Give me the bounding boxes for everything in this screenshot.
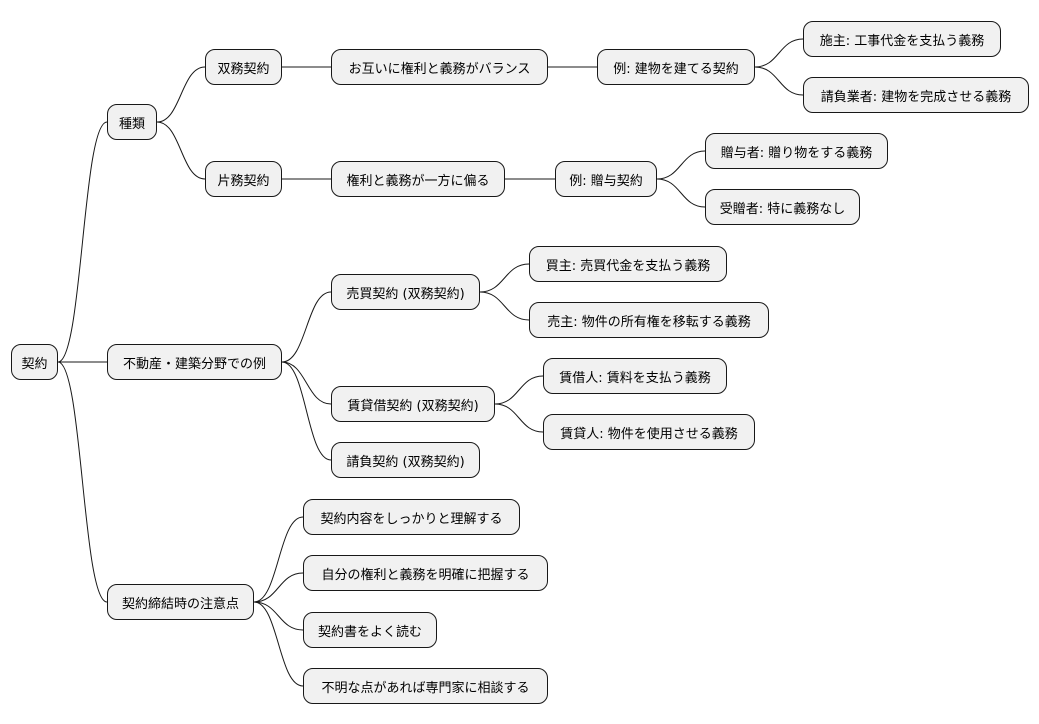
edge-sou_ex-sou_ex2 (754, 66, 804, 96)
node-chintai-lessor: 賃貸人: 物件を使用させる義務 (543, 414, 755, 450)
edge-re-chin (281, 361, 332, 405)
edge-note-note1 (253, 516, 304, 603)
node-kind: 種類 (107, 104, 157, 140)
edge-re-uke (281, 361, 332, 461)
node-soumu: 双務契約 (205, 49, 282, 85)
node-note-rights: 自分の権利と義務を明確に把握する (303, 555, 548, 591)
node-soumu-example: 例: 建物を建てる契約 (597, 49, 755, 85)
node-soumu-example-owner: 施主: 工事代金を支払う義務 (803, 21, 1001, 57)
node-henmu-example: 例: 贈与契約 (555, 161, 657, 197)
edge-kind-sou (156, 66, 206, 123)
edge-kind-hen (156, 121, 206, 180)
node-henmu-example-donor: 贈与者: 贈り物をする義務 (705, 133, 888, 169)
node-ukeoi: 請負契約 (双務契約) (331, 442, 480, 478)
node-chintai: 賃貸借契約 (双務契約) (331, 386, 495, 422)
node-baibai: 売買契約 (双務契約) (331, 274, 480, 310)
edge-bai-bai2 (479, 291, 530, 321)
node-henmu: 片務契約 (205, 161, 282, 197)
node-root: 契約 (11, 344, 58, 380)
edge-note-note2 (253, 572, 304, 603)
edge-hen_ex-hen_ex2 (656, 178, 706, 208)
node-baibai-buyer: 買主: 売買代金を支払う義務 (529, 246, 727, 282)
node-chintai-lessee: 賃借人: 賃料を支払う義務 (543, 358, 727, 394)
edge-hen_ex-hen_ex1 (656, 150, 706, 180)
edge-re-bai (281, 291, 332, 363)
edge-note-note3 (253, 601, 304, 631)
node-real-estate: 不動産・建築分野での例 (107, 344, 282, 380)
node-soumu-example-contractor: 請負業者: 建物を完成させる義務 (803, 77, 1029, 113)
node-baibai-seller: 売主: 物件の所有権を移転する義務 (529, 302, 769, 338)
node-note-read: 契約書をよく読む (303, 612, 437, 648)
node-note-consult: 不明な点があれば専門家に相談する (303, 668, 548, 704)
edge-note-note4 (253, 601, 304, 687)
edge-sou_ex-sou_ex1 (754, 38, 804, 68)
edge-root-kind (57, 121, 108, 363)
node-notes: 契約締結時の注意点 (107, 584, 254, 620)
node-henmu-example-donee: 受贈者: 特に義務なし (705, 189, 860, 225)
edge-chin-chin1 (494, 375, 544, 405)
edge-chin-chin2 (494, 403, 544, 433)
node-henmu-desc: 権利と義務が一方に偏る (331, 161, 505, 197)
node-note-understand: 契約内容をしっかりと理解する (303, 499, 520, 535)
edge-root-note (57, 361, 108, 603)
node-soumu-desc: お互いに権利と義務がバランス (331, 49, 548, 85)
edge-bai-bai1 (479, 263, 530, 293)
